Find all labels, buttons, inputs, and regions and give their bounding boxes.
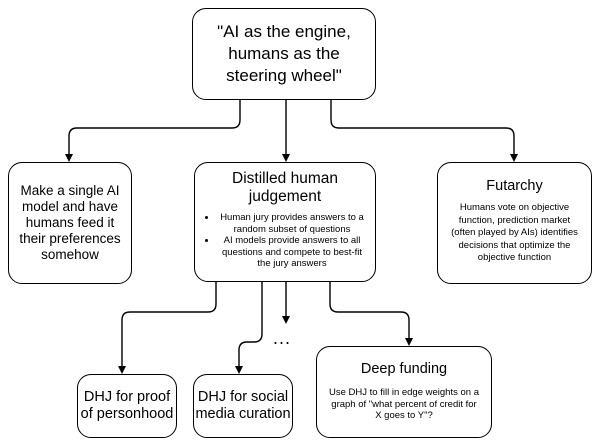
- bullet-text: AI models provide answers to all questio…: [222, 235, 362, 269]
- futarchy-node: Futarchy Humans vote on objective functi…: [437, 162, 592, 284]
- more-ellipsis: ...: [273, 328, 292, 348]
- deep-funding-title: Deep funding: [360, 361, 448, 377]
- edge-root-to-single-model: [65, 100, 241, 162]
- dhj-social-media-node: DHJ for social media curation: [193, 374, 293, 438]
- root-node: "AI as the engine, humans as the steerin…: [192, 8, 376, 100]
- distilled-judgement-title: Distilled human judgement: [232, 170, 338, 205]
- futarchy-description: Humans vote on objective function, predi…: [451, 202, 578, 263]
- dhj-personhood-text: DHJ for proof of personhood: [80, 389, 174, 422]
- edge-root-to-futarchy: [330, 100, 518, 162]
- dhj-social-media-text: DHJ for social media curation: [195, 389, 291, 422]
- bullet-item: AI models provide answers to all questio…: [217, 235, 367, 270]
- futarchy-title: Futarchy: [486, 178, 543, 194]
- root-node-text: "AI as the engine, humans as the steerin…: [217, 22, 351, 85]
- single-model-text: Make a single AI model and have humans f…: [19, 183, 121, 262]
- deep-funding-node: Deep funding Use DHJ to fill in edge wei…: [316, 346, 492, 438]
- bullet-item: Human jury provides answers to a random …: [217, 212, 367, 235]
- edge-distilled-to-deep-funding: [329, 282, 413, 346]
- single-model-node: Make a single AI model and have humans f…: [8, 162, 132, 284]
- edge-distilled-to-personhood: [118, 282, 217, 374]
- bullet-text: Human jury provides answers to a random …: [220, 212, 364, 235]
- deep-funding-description: Use DHJ to fill in edge weights on a gra…: [329, 387, 479, 421]
- distilled-judgement-node: Distilled human judgement Human jury pro…: [194, 162, 376, 282]
- edge-distilled-to-social-media: [235, 282, 263, 374]
- distilled-judgement-bullets: Human jury provides answers to a random …: [195, 212, 375, 270]
- dhj-personhood-node: DHJ for proof of personhood: [77, 374, 177, 438]
